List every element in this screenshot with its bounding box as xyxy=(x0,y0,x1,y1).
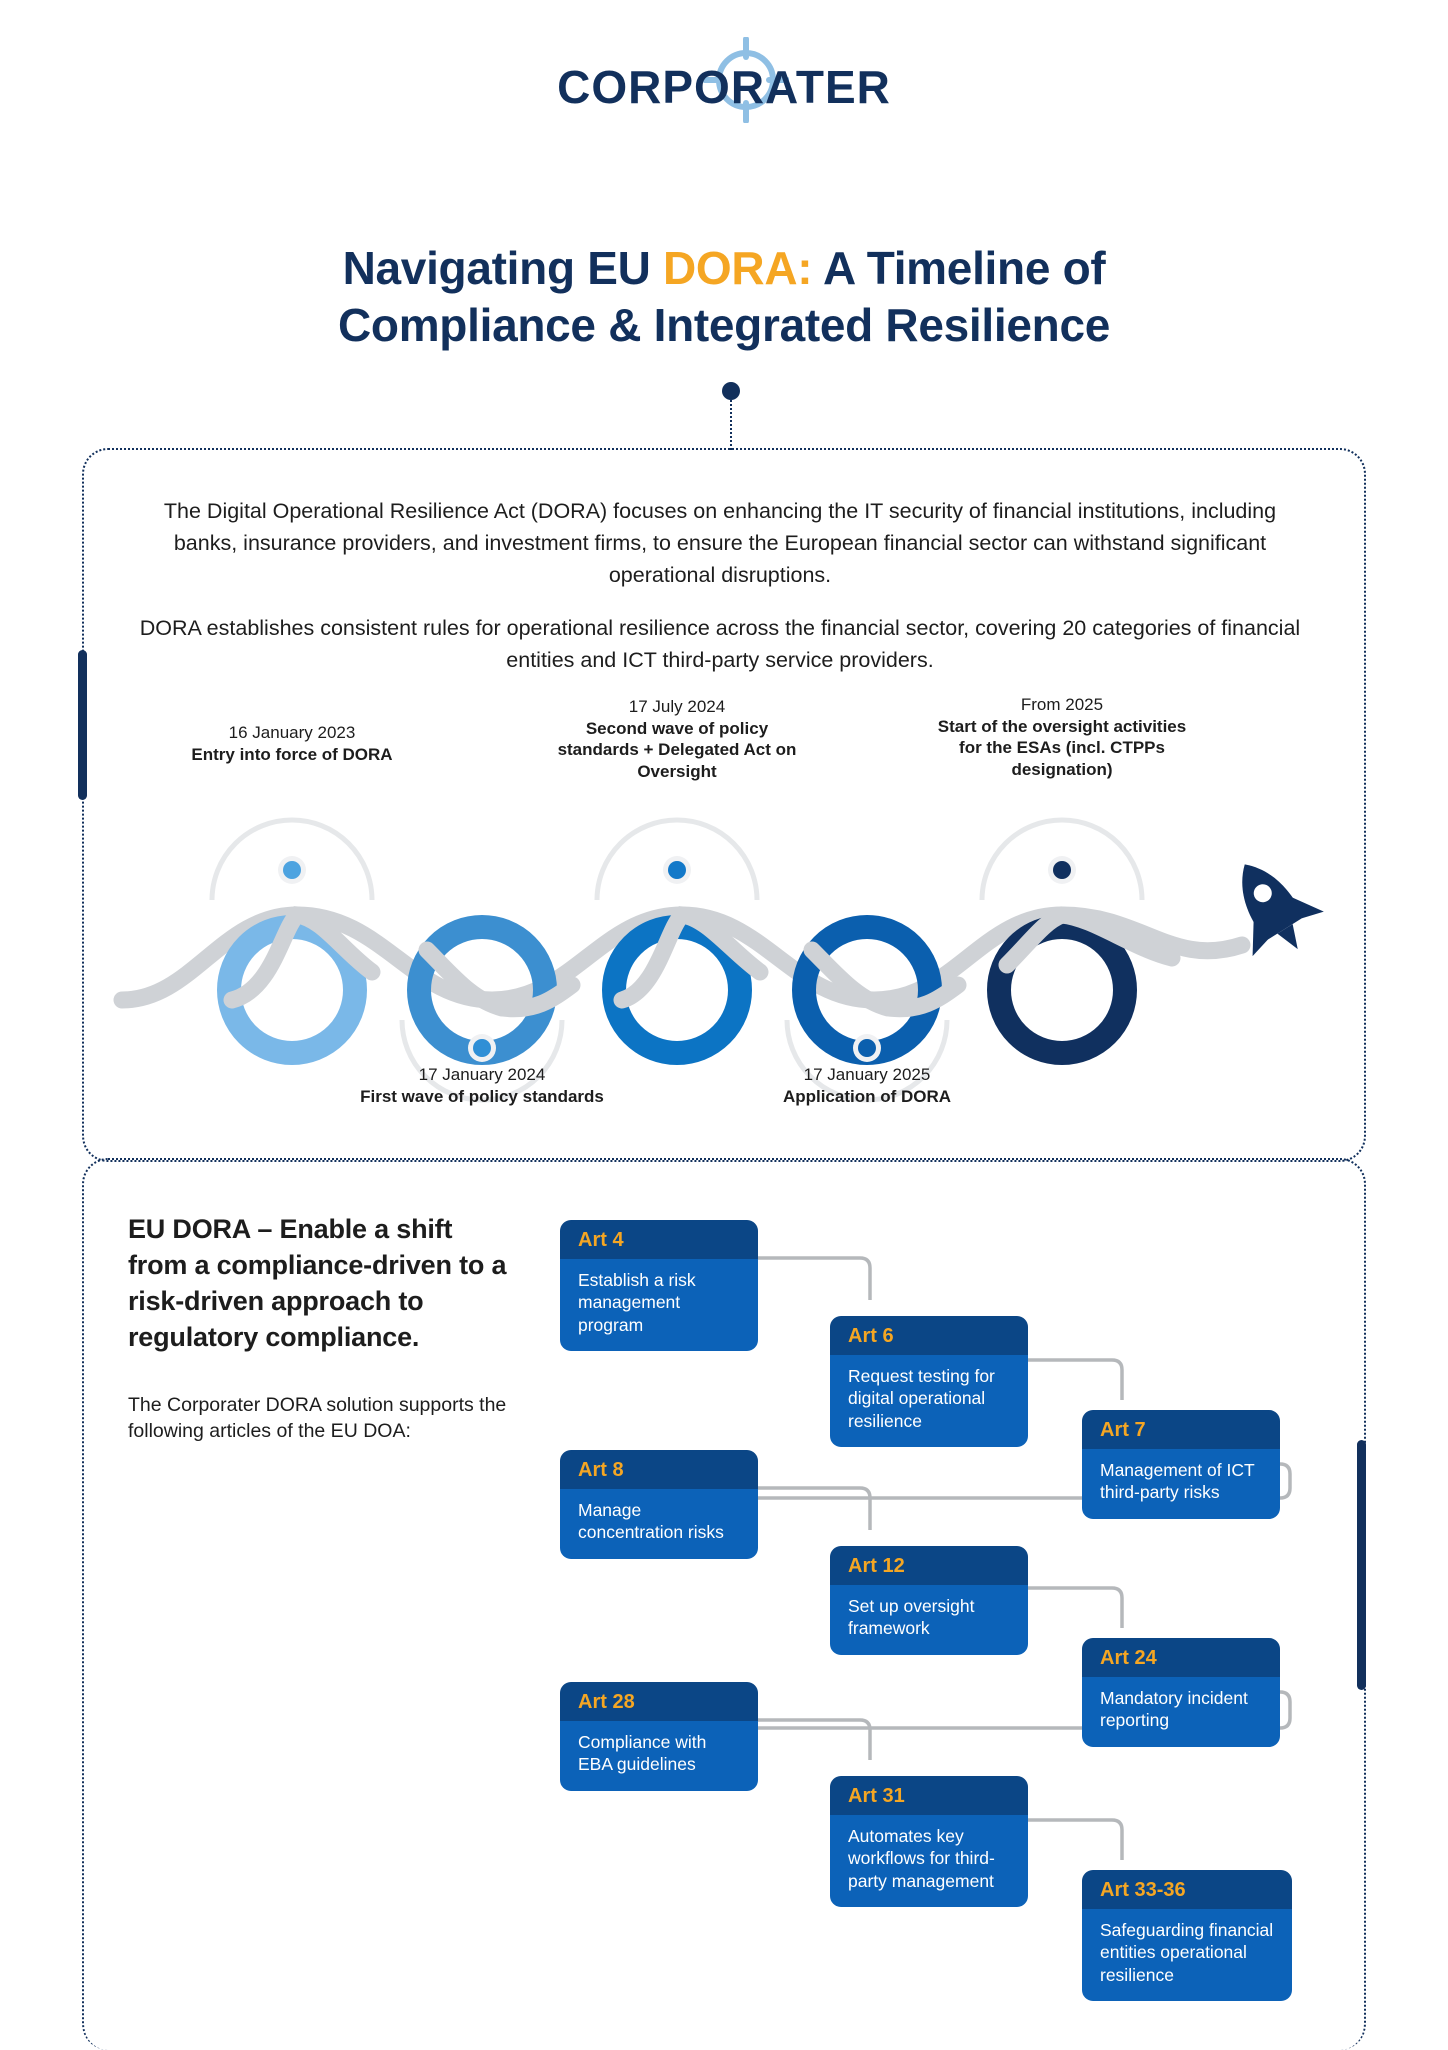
intro-panel xyxy=(82,448,1366,1162)
timeline-label-3: 17 July 2024 Second wave of policy stand… xyxy=(550,696,804,782)
connector-art8-art12 xyxy=(758,1486,872,1530)
timeline-desc-1: Entry into force of DORA xyxy=(191,744,393,764)
intro-paragraph-1: The Digital Operational Resilience Act (… xyxy=(163,499,1277,587)
timeline-desc-2: First wave of policy standards xyxy=(360,1086,604,1106)
article-card-art6-text: Request testing for digital operational … xyxy=(830,1355,1028,1448)
article-card-art4[interactable]: Art 4 Establish a risk management progra… xyxy=(560,1220,758,1352)
dora-timeline: 16 January 2023 Entry into force of DORA… xyxy=(82,695,1362,1120)
article-card-art6-label: Art 6 xyxy=(830,1316,1028,1355)
article-card-art4-label: Art 4 xyxy=(560,1220,758,1259)
timeline-label-4: 17 January 2025 Application of DORA xyxy=(744,1064,990,1107)
article-card-art3336[interactable]: Art 33-36 Safeguarding financial entitie… xyxy=(1082,1870,1292,2002)
articles-panel-accent-bar xyxy=(1357,1440,1366,1690)
connector-art6-art7 xyxy=(1028,1358,1124,1400)
milestone-arc-3 xyxy=(594,817,760,901)
brand-logo: CORPORATER xyxy=(0,37,1448,123)
intro-panel-accent-bar xyxy=(78,650,87,800)
title-line1-part2: A Timeline of xyxy=(812,242,1106,294)
article-card-art12[interactable]: Art 12 Set up oversight framework xyxy=(830,1546,1028,1655)
title-line2: Compliance & Integrated Resilience xyxy=(337,299,1111,352)
title-connector-dot xyxy=(722,382,740,400)
connector-art12-art24 xyxy=(1028,1586,1124,1628)
timeline-desc-5: Start of the oversight activities for th… xyxy=(937,716,1187,779)
intro-paragraph-2: DORA establishes consistent rules for op… xyxy=(139,616,1301,673)
article-card-art24-label: Art 24 xyxy=(1082,1638,1280,1677)
timeline-ribbon-overlay-1 xyxy=(223,906,381,1009)
rocket-icon xyxy=(1242,864,1324,957)
article-card-art28[interactable]: Art 28 Compliance with EBA guidelines xyxy=(560,1682,758,1791)
article-card-art24[interactable]: Art 24 Mandatory incident reporting xyxy=(1082,1638,1280,1747)
timeline-label-1: 16 January 2023 Entry into force of DORA xyxy=(162,722,422,765)
page-title: Navigating EU DORA: A Timeline of Compli… xyxy=(0,240,1448,354)
articles-cards-area: Art 4 Establish a risk management progra… xyxy=(560,1198,1320,2002)
article-card-art24-text: Mandatory incident reporting xyxy=(1082,1677,1280,1747)
milestone-arc-1 xyxy=(209,817,375,901)
timeline-label-2: 17 January 2024 First wave of policy sta… xyxy=(340,1064,624,1107)
milestone-arc-2 xyxy=(399,1019,565,1103)
article-card-art8[interactable]: Art 8 Manage concentration risks xyxy=(560,1450,758,1559)
connector-art4-art6 xyxy=(758,1256,872,1300)
title-line1-part1: Navigating EU xyxy=(342,242,663,294)
article-card-art12-text: Set up oversight framework xyxy=(830,1585,1028,1655)
timeline-ribbon-overlay-2 xyxy=(613,906,769,1009)
article-card-art31[interactable]: Art 31 Automates key workflows for third… xyxy=(830,1776,1028,1908)
timeline-ring-5 xyxy=(987,915,1137,1065)
milestone-arc-5 xyxy=(979,817,1145,901)
timeline-date-3: 17 July 2024 xyxy=(628,697,726,716)
milestone-arc-4 xyxy=(784,1019,950,1103)
timeline-date-1: 16 January 2023 xyxy=(228,723,356,742)
title-accent-dora: DORA: xyxy=(663,242,813,294)
article-card-art28-text: Compliance with EBA guidelines xyxy=(560,1721,758,1791)
connector-art31-art3336 xyxy=(1028,1818,1124,1860)
timeline-graphic xyxy=(113,817,1324,1103)
timeline-date-4: 17 January 2025 xyxy=(803,1065,931,1084)
milestone-dot-3 xyxy=(668,861,686,879)
title-connector-stem xyxy=(730,400,734,450)
article-card-art3336-label: Art 33-36 xyxy=(1082,1870,1292,1909)
timeline-date-5: From 2025 xyxy=(1020,695,1104,714)
article-card-art4-text: Establish a risk management program xyxy=(560,1259,758,1352)
article-card-art3336-text: Safeguarding financial entities operatio… xyxy=(1082,1909,1292,2002)
timeline-desc-3: Second wave of policy standards + Delega… xyxy=(557,718,797,781)
brand-name: CORPORATER xyxy=(557,61,891,113)
articles-subtext: The Corporater DORA solution supports th… xyxy=(128,1393,507,1442)
connector-art28-art31 xyxy=(758,1718,872,1760)
timeline-ribbon-overlay-4 xyxy=(803,941,967,1018)
timeline-desc-4: Application of DORA xyxy=(782,1086,952,1106)
article-card-art7[interactable]: Art 7 Management of ICT third-party risk… xyxy=(1082,1410,1280,1519)
articles-heading-block: EU DORA – Enable a shift from a complian… xyxy=(128,1212,508,1444)
article-card-art28-label: Art 28 xyxy=(560,1682,758,1721)
milestone-dot-2 xyxy=(473,1039,491,1057)
article-card-art31-label: Art 31 xyxy=(830,1776,1028,1815)
article-card-art7-label: Art 7 xyxy=(1082,1410,1280,1449)
article-card-art6[interactable]: Art 6 Request testing for digital operat… xyxy=(830,1316,1028,1448)
milestone-dot-4 xyxy=(858,1039,876,1057)
target-crosshair-icon xyxy=(703,37,789,123)
timeline-date-2: 17 January 2024 xyxy=(418,1065,546,1084)
article-card-art31-text: Automates key workflows for third-party … xyxy=(830,1815,1028,1908)
article-card-art8-text: Manage concentration risks xyxy=(560,1489,758,1559)
milestone-dot-1 xyxy=(283,861,301,879)
article-card-art8-label: Art 8 xyxy=(560,1450,758,1489)
timeline-ribbon-overlay-3 xyxy=(418,941,581,1018)
milestone-dot-5 xyxy=(1053,861,1071,879)
intro-copy: The Digital Operational Resilience Act (… xyxy=(130,496,1310,677)
article-card-art12-label: Art 12 xyxy=(830,1546,1028,1585)
articles-heading: EU DORA – Enable a shift from a complian… xyxy=(128,1214,507,1352)
timeline-ribbon-overlay-5 xyxy=(998,906,1181,974)
article-card-art7-text: Management of ICT third-party risks xyxy=(1082,1449,1280,1519)
timeline-label-5: From 2025 Start of the oversight activit… xyxy=(925,694,1199,780)
